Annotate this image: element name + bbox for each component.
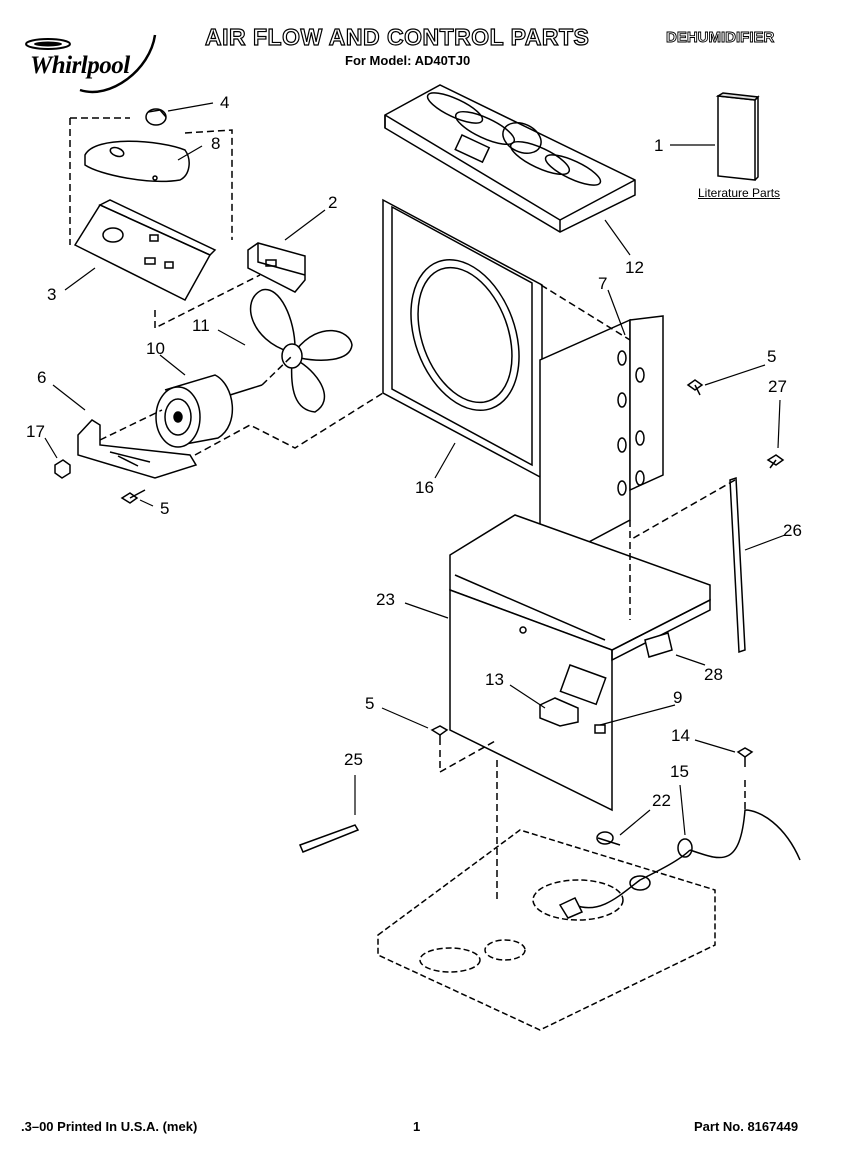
screw-left xyxy=(120,489,146,504)
callout-28: 28 xyxy=(704,665,723,684)
bracket xyxy=(644,632,673,658)
cord-clamp xyxy=(596,831,621,846)
page-number: 1 xyxy=(413,1119,421,1134)
base-pan xyxy=(377,829,716,1031)
callout-11: 11 xyxy=(192,316,210,335)
print-info: .3–00 Printed In U.S.A. (mek) xyxy=(21,1119,198,1134)
literature-booklet xyxy=(715,92,760,181)
top-grille xyxy=(384,84,636,233)
callout-2: 2 xyxy=(328,193,338,212)
fan-motor xyxy=(155,374,263,448)
callout-25: 25 xyxy=(344,750,363,769)
callout-22: 22 xyxy=(652,791,671,810)
callout-9: 9 xyxy=(673,688,683,707)
callout-7: 7 xyxy=(598,274,608,293)
power-cord xyxy=(558,809,801,919)
screw-cord xyxy=(736,747,754,767)
fan-orifice-panel xyxy=(382,198,543,480)
screw-top-right xyxy=(766,454,785,469)
callout-8: 8 xyxy=(211,134,221,153)
callout-26: 26 xyxy=(783,521,802,540)
control-panel xyxy=(73,199,217,301)
callout-5-cabinet: 5 xyxy=(365,694,375,713)
knob xyxy=(145,108,167,126)
callout-17: 17 xyxy=(26,422,45,441)
fan-blade xyxy=(249,288,353,413)
callout-13: 13 xyxy=(485,670,504,689)
callout-5-right: 5 xyxy=(767,347,777,366)
callout-6: 6 xyxy=(37,368,47,387)
callout-5-left: 5 xyxy=(160,499,170,518)
callout-3: 3 xyxy=(47,285,57,304)
callout-15: 15 xyxy=(670,762,689,781)
switch xyxy=(247,242,306,293)
callout-4: 4 xyxy=(220,93,230,112)
control-cover xyxy=(84,140,190,183)
side-brace xyxy=(729,476,746,654)
page-title: AIR FLOW AND CONTROL PARTS xyxy=(204,23,590,50)
whirlpool-logo: Whirlpool xyxy=(20,30,180,110)
model-subtitle: For Model: AD40TJ0 xyxy=(345,53,471,68)
callout-12: 12 xyxy=(625,258,644,277)
literature-parts-label: Literature Parts xyxy=(698,186,781,200)
category-label: DEHUMIDIFIER xyxy=(666,29,775,47)
brand-name: Whirlpool xyxy=(30,52,130,79)
callout-16: 16 xyxy=(415,478,434,497)
callout-27: 27 xyxy=(768,377,787,396)
leader-arrows xyxy=(44,102,786,836)
screw-cabinet xyxy=(430,725,449,745)
mounting-plate xyxy=(539,315,664,561)
motor-bracket xyxy=(77,419,198,479)
callout-23: 23 xyxy=(376,590,395,609)
part-number: Part No. 8167449 xyxy=(694,1119,799,1134)
screw-right xyxy=(686,379,704,396)
callout-10: 10 xyxy=(146,339,165,358)
cabinet-housing xyxy=(449,514,711,812)
nut xyxy=(54,459,71,479)
tie-strap xyxy=(298,824,360,853)
float-switch xyxy=(539,697,579,727)
logo-swoosh-icon xyxy=(25,34,157,94)
callout-14: 14 xyxy=(671,726,690,745)
callout-1: 1 xyxy=(654,136,664,155)
